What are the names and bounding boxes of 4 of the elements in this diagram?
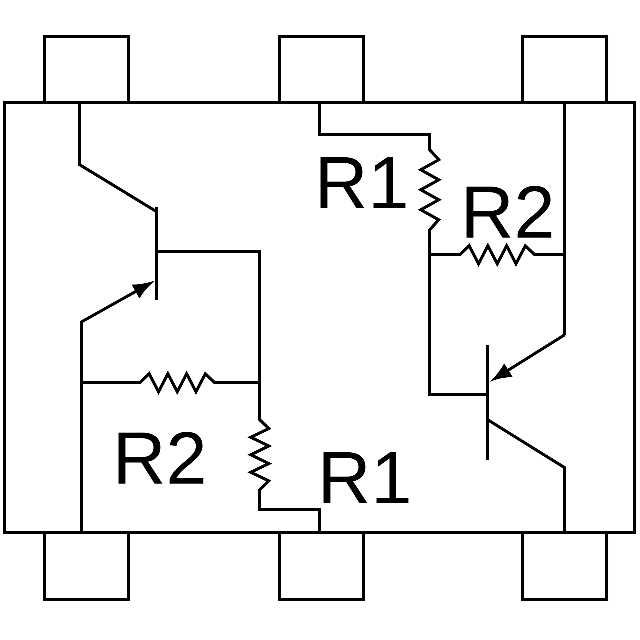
resistor-label: R1 [320, 158, 406, 208]
resistor-label: R2 [118, 432, 204, 484]
resistor-label: R1 [324, 452, 409, 504]
resistor-label: R2 [466, 186, 552, 238]
